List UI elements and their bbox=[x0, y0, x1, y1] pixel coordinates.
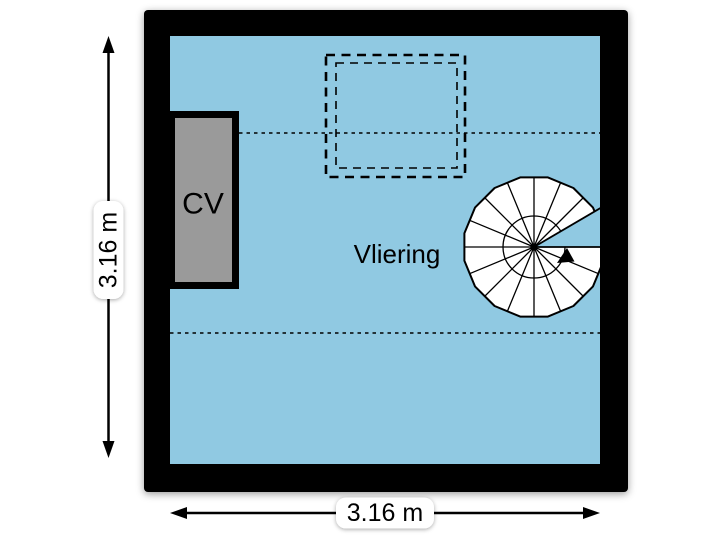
spiral-staircase-icon bbox=[463, 176, 600, 318]
cv-closet-label: CV bbox=[182, 188, 224, 221]
arrow-right-icon bbox=[583, 507, 600, 519]
cv-closet-box bbox=[168, 111, 239, 289]
height-dimension-label-box bbox=[93, 201, 124, 299]
room-name-label: Vliering bbox=[354, 239, 441, 269]
arrow-down-icon bbox=[102, 441, 115, 458]
staircase-entry-notch bbox=[530, 207, 600, 248]
skylight-inner-dash bbox=[335, 62, 458, 169]
arrow-up-icon bbox=[102, 36, 115, 53]
width-dimension-label: 3.16 m bbox=[347, 499, 423, 527]
width-dimension-label-box bbox=[336, 497, 434, 529]
staircase-treads bbox=[464, 177, 600, 317]
stair-direction-arrow-icon bbox=[557, 248, 575, 263]
cv-closet: CV bbox=[168, 111, 239, 289]
width-dimension: 3.16 m bbox=[170, 497, 600, 529]
height-dimension: 3.16 m bbox=[93, 36, 124, 458]
height-dimension-label: 3.16 m bbox=[95, 212, 123, 288]
arrow-left-icon bbox=[170, 507, 187, 519]
skylight-outline bbox=[324, 53, 467, 179]
skylight-outer-dash bbox=[324, 53, 467, 179]
